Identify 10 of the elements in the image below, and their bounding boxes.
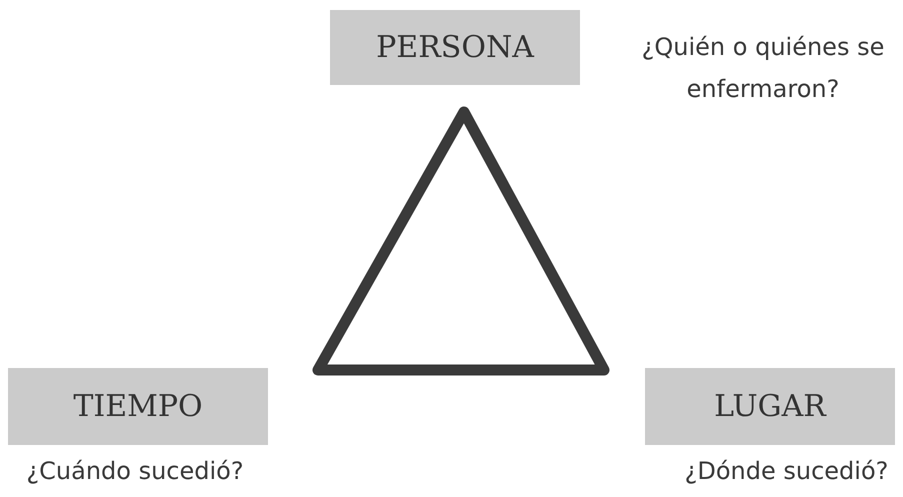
node-title: LUGAR [714, 389, 826, 424]
question-text: ¿Cuándo sucedió? [25, 456, 245, 487]
question-text: ¿Quién o quiénes se enfermaron? [640, 32, 886, 105]
node-title: PERSONA [376, 30, 534, 65]
node-title: TIEMPO [73, 389, 203, 424]
label-box [330, 10, 580, 85]
label-box [645, 368, 895, 445]
triangle-outline [312, 106, 610, 376]
label-box [8, 368, 268, 445]
question-text: ¿Dónde sucedió? [684, 456, 890, 487]
